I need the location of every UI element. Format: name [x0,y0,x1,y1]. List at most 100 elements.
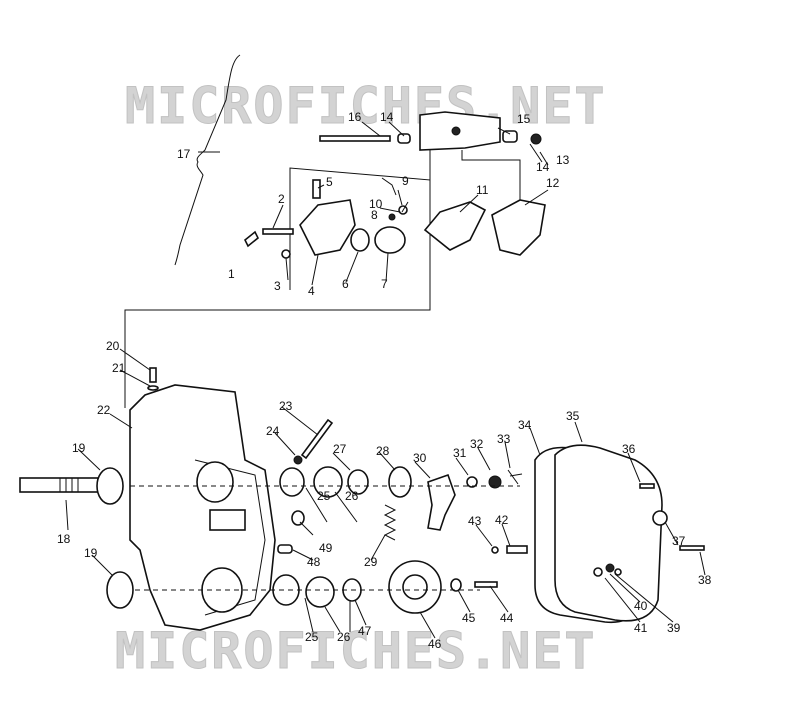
callout-42: 42 [495,513,509,527]
part-26-ring-upper [313,466,343,498]
part-4-housing [299,199,356,256]
callout-24: 24 [266,424,280,438]
callout-36: 36 [622,442,636,456]
callout-17: 17 [177,147,191,161]
part-1-clip [243,230,260,248]
callout-40: 40 [634,599,648,613]
part-29-spring [383,504,397,541]
callout-21: 21 [112,361,126,375]
callout-32: 32 [470,437,484,451]
part-20-bolt [149,367,157,383]
part-28-gear [388,466,412,498]
case-flange [194,459,266,616]
callout-8: 8 [371,208,378,222]
callout-3: 3 [274,279,281,293]
part-37-plug [652,510,668,526]
callout-15: 15 [517,112,531,126]
callout-7: 7 [381,277,388,291]
assembly-brace [174,54,241,266]
case-window [209,509,246,531]
part-45-washer [450,578,462,592]
callout-labels: 1 2 3 4 5 6 7 8 9 10 11 12 13 14 14 15 1… [57,110,712,651]
callout-41: 41 [634,621,648,635]
callout-49: 49 [319,541,333,555]
callout-26-lower: 26 [337,630,351,644]
part-39-washer [593,567,603,577]
part-48-plug [277,544,293,554]
callout-2: 2 [278,192,285,206]
part-38-screw [679,545,705,551]
callout-26-upper: 26 [345,489,359,503]
part-3-washer [281,249,291,259]
part-30-fork [427,473,456,531]
callout-13: 13 [556,153,570,167]
callout-39: 39 [667,621,681,635]
callout-33: 33 [497,432,511,446]
part-36-bolt [639,483,655,489]
callout-12: 12 [546,176,560,190]
part-42-dowel [506,545,528,554]
callout-38: 38 [698,573,712,587]
callout-6: 6 [342,277,349,291]
callout-47: 47 [358,624,372,638]
part-2-pin [262,228,294,235]
callout-19-upper: 19 [72,441,86,455]
leader-lines [65,121,706,639]
part-23-bolt [300,418,334,460]
frame-line-right [461,150,521,200]
callout-14-right: 14 [536,160,550,174]
part-43-ball [491,546,499,554]
callout-10: 10 [369,197,383,211]
callout-22: 22 [97,403,111,417]
callout-45: 45 [462,611,476,625]
callout-48: 48 [307,555,321,569]
callout-28: 28 [376,444,390,458]
part-12-cover [491,199,546,256]
part-31-washer [466,476,478,488]
part-13-nut [530,133,542,145]
callout-20: 20 [106,339,120,353]
part-6-ring [350,228,370,252]
callout-37: 37 [672,534,686,548]
sprocket-hub [402,574,428,600]
callout-16: 16 [348,110,362,124]
part-14-spacer-right [502,130,518,143]
part-25-bearing-lower [272,574,300,606]
part-33-key [507,469,523,485]
callout-9: 9 [402,174,409,188]
shaft-splines [59,478,79,492]
callout-19-lower: 19 [84,546,98,560]
callout-23: 23 [279,399,293,413]
callout-29: 29 [364,555,378,569]
watermark-bottom: MICROFICHES.NET [115,622,597,680]
callout-1: 1 [228,267,235,281]
part-11-lever [423,201,487,251]
part-35-cover [554,444,663,622]
part-40-nut [605,563,615,573]
part-44-bolt [474,581,498,588]
part-8-ball [388,213,396,221]
callout-30: 30 [413,451,427,465]
callout-27: 27 [333,442,347,456]
callout-5: 5 [326,175,333,189]
part-27-bearing [347,469,369,495]
upper-assembly [124,54,546,408]
callout-34: 34 [518,418,532,432]
callout-4: 4 [308,284,315,298]
callout-44: 44 [500,611,514,625]
part-16-rod [319,135,391,142]
part-15-bolt-hole [451,126,461,136]
part-7-bearing [374,226,406,254]
part-41-pin [614,568,622,576]
callout-11: 11 [476,183,489,197]
callout-46: 46 [428,637,442,651]
callout-18: 18 [57,532,71,546]
part-18-shaft [19,477,99,493]
case-bore-upper [196,461,234,503]
callout-31: 31 [453,446,467,460]
callout-35: 35 [566,409,580,423]
callout-25-lower: 25 [305,630,319,644]
frame-line-down [124,180,431,408]
callout-25-upper: 25 [317,489,331,503]
